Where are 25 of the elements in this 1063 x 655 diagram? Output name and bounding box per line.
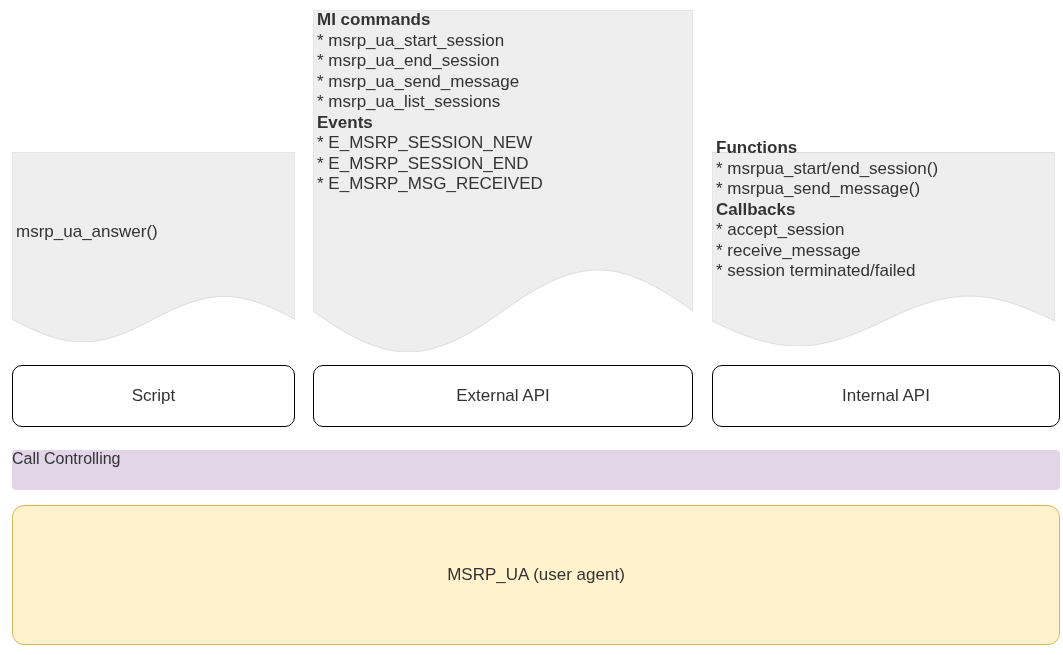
list-item: * E_MSRP_SESSION_END — [317, 153, 529, 174]
layer-box: Internal API — [712, 365, 1060, 427]
list-item: * msrp_ua_end_session — [317, 51, 500, 72]
list-item: * msrpua_send_message() — [716, 179, 921, 200]
document-shape — [712, 138, 1055, 346]
section-heading: Callbacks — [716, 199, 796, 220]
list-item: * msrpua_start/end_session() — [716, 158, 939, 179]
layer-box: External API — [313, 365, 693, 427]
layer-box: Script — [12, 365, 295, 427]
list-item: * session terminated/failed — [716, 261, 916, 282]
layer-box: MSRP_UA (user agent) — [12, 505, 1060, 645]
function-name: msrp_ua_answer() — [16, 222, 158, 243]
section-heading: Functions — [716, 138, 798, 159]
layer-bar: Call Controlling — [12, 450, 1060, 490]
section-heading: Events — [317, 112, 373, 133]
list-item: * E_MSRP_MSG_RECEIVED — [317, 174, 543, 195]
list-item: * msrp_ua_send_message — [317, 71, 520, 92]
document-shape — [313, 10, 693, 352]
section-heading: MI commands — [317, 10, 431, 31]
list-item: * receive_message — [716, 240, 861, 261]
list-item: * E_MSRP_SESSION_NEW — [317, 133, 533, 154]
document-shape — [12, 152, 295, 342]
list-item: * msrp_ua_list_sessions — [317, 92, 501, 113]
list-item: * msrp_ua_start_session — [317, 30, 505, 51]
list-item: * accept_session — [716, 220, 845, 241]
